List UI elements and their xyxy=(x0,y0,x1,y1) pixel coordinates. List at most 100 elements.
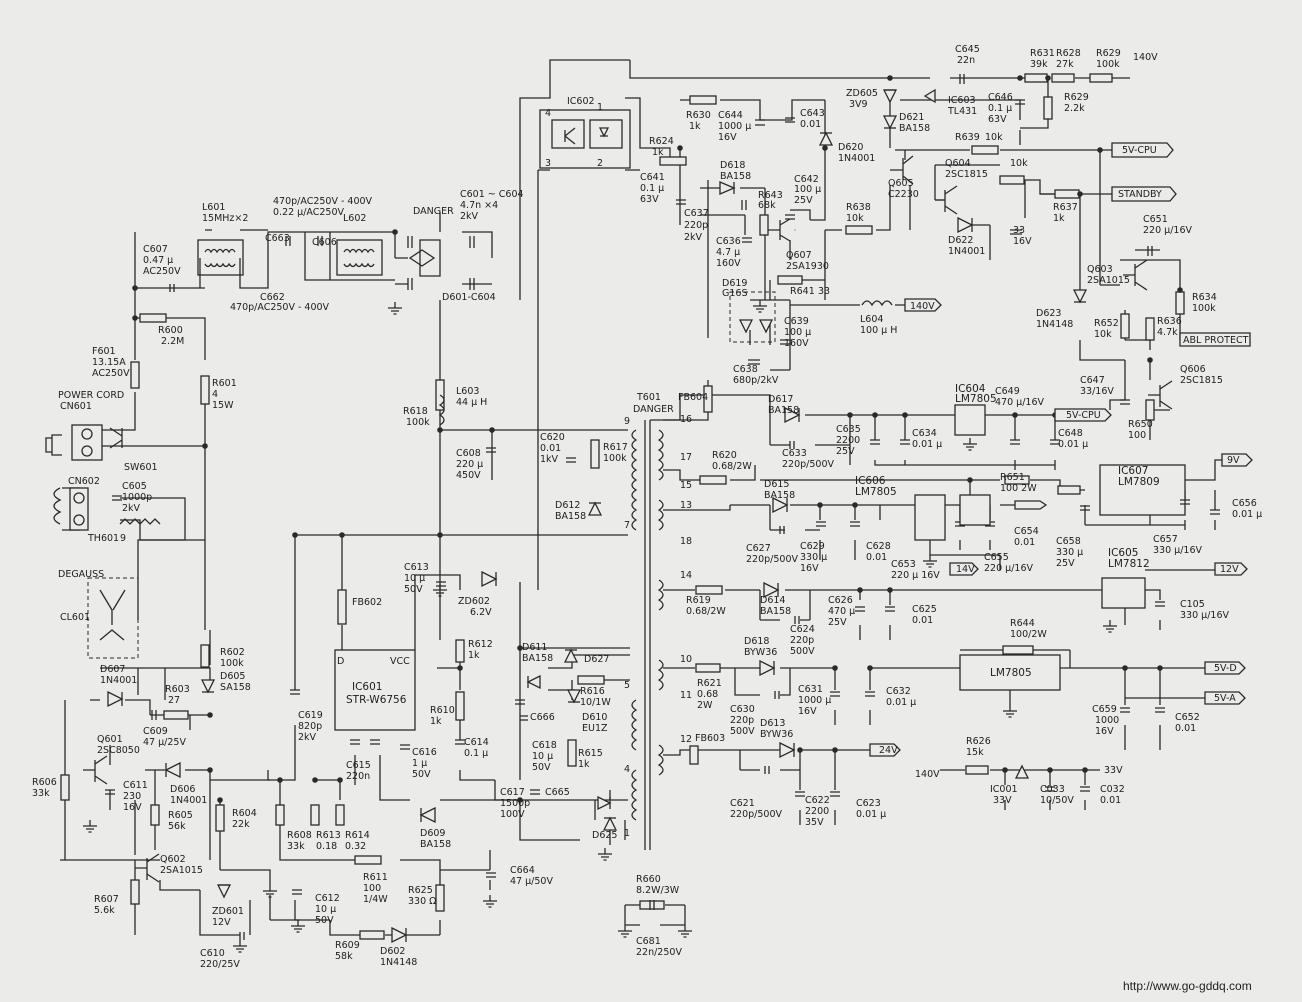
value: 16V xyxy=(718,132,737,143)
d619-diode-pair xyxy=(738,319,774,334)
r643 xyxy=(759,214,769,236)
value: 0.01 μ xyxy=(886,697,916,708)
label: R609 xyxy=(335,940,360,951)
label: D611 xyxy=(522,642,547,653)
label: IC604 xyxy=(955,383,986,395)
net-label: STANDBY xyxy=(1118,189,1162,200)
label: C613 xyxy=(404,562,429,573)
value: 10 μ xyxy=(315,904,336,915)
net-label: 14V xyxy=(956,564,975,575)
junction-dot xyxy=(1045,75,1051,81)
value: 100k xyxy=(1192,303,1216,314)
label: IC001 xyxy=(990,784,1018,795)
value: 27 xyxy=(168,695,180,706)
value: BA158 xyxy=(555,511,586,522)
pin: 1 xyxy=(597,102,603,113)
components xyxy=(45,73,1220,953)
r617 xyxy=(590,439,600,469)
label: CN601 xyxy=(60,401,92,412)
label: D xyxy=(337,656,344,667)
label: R626 xyxy=(966,736,991,747)
label: VCC xyxy=(390,656,410,667)
connectors xyxy=(45,424,991,659)
r601 xyxy=(200,375,210,405)
label: C630 xyxy=(730,704,755,715)
value: 68k xyxy=(758,200,776,211)
r607 xyxy=(130,879,140,905)
d612-diode xyxy=(587,501,603,516)
value: SA158 xyxy=(220,682,251,693)
flag-140v xyxy=(904,298,942,312)
r603 xyxy=(163,710,189,720)
label: F601 xyxy=(92,346,116,357)
value: 22n xyxy=(957,55,975,66)
label: D619 xyxy=(722,278,747,289)
value: 470 μ/16V xyxy=(995,397,1044,408)
label: R652 xyxy=(1094,318,1119,329)
value: 220p/500V xyxy=(746,554,798,565)
label: D613 xyxy=(760,718,785,729)
label: C641 xyxy=(640,172,665,183)
net-label: 5V-A xyxy=(1214,693,1236,704)
label: C664 xyxy=(510,865,535,876)
junction-dot xyxy=(437,532,443,538)
label: Q603 xyxy=(1087,264,1113,275)
label: R636 xyxy=(1157,316,1182,327)
label: C653 xyxy=(891,559,916,570)
value: 220/25V xyxy=(200,959,240,970)
label: R606 xyxy=(32,777,57,788)
pin: 16 xyxy=(680,414,692,425)
value: LM7812 xyxy=(1108,558,1150,570)
label: R660 xyxy=(636,874,661,885)
label: L603 xyxy=(456,386,479,397)
label: C655 xyxy=(984,552,1009,563)
value: 220 μ 16V xyxy=(891,570,940,581)
label: C646 xyxy=(988,92,1013,103)
label: ZD602 xyxy=(458,596,490,607)
junction-dot xyxy=(887,587,893,593)
label: D609 xyxy=(420,828,445,839)
label: CL601 xyxy=(60,612,90,623)
junction-dot xyxy=(132,315,138,321)
value: 4.7 μ xyxy=(716,247,740,258)
d618b-diode xyxy=(759,659,776,677)
label: L602 xyxy=(343,213,366,224)
junction-dot xyxy=(312,777,318,783)
d620-diode xyxy=(818,131,834,146)
junction-dot xyxy=(847,412,853,418)
value: 1500p xyxy=(500,798,530,809)
flag-5v-cpu xyxy=(1111,142,1174,158)
q607 xyxy=(768,218,791,242)
value: 450V xyxy=(456,470,481,481)
value: AC250V xyxy=(92,368,130,379)
value: 680p/2kV xyxy=(733,375,779,386)
d618a-diode xyxy=(719,181,736,195)
r625 xyxy=(435,884,445,912)
value: 100 μ H xyxy=(860,325,897,336)
junction-dot xyxy=(207,767,213,773)
value: 1000 μ xyxy=(798,695,831,706)
junction-dot xyxy=(902,412,908,418)
value: 1kV xyxy=(540,454,559,465)
r615 xyxy=(567,739,577,767)
value: 2kV xyxy=(298,732,317,743)
value: 1 μ xyxy=(412,758,427,769)
label: C615 xyxy=(346,760,371,771)
labels: IC602 4 1 3 2 R624 1k R630 1k C641 0.1 μ… xyxy=(32,44,1262,993)
f601 xyxy=(130,361,140,389)
value: 10k xyxy=(1094,329,1112,340)
value: 50V xyxy=(412,769,431,780)
label: C614 xyxy=(464,737,489,748)
ic607-regulator xyxy=(1099,464,1186,516)
label: C658 xyxy=(1056,536,1081,547)
label: C665 xyxy=(545,787,570,798)
d622-diode xyxy=(957,216,974,234)
pin: 10 xyxy=(680,654,692,665)
ic604-regulator xyxy=(954,404,986,436)
label: IC606 xyxy=(855,475,886,487)
label: C621 xyxy=(730,798,755,809)
zd601-zener xyxy=(216,884,232,899)
label: C647 xyxy=(1080,375,1105,386)
label: C622 xyxy=(805,795,830,806)
junction-dot xyxy=(1122,665,1128,671)
